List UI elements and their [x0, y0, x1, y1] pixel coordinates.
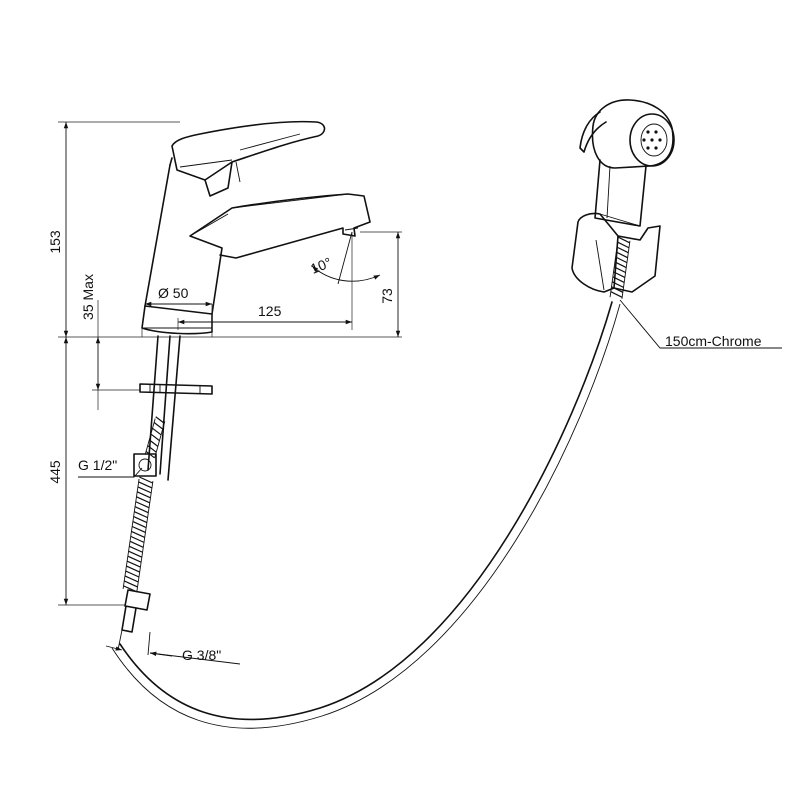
label-inlet-thread: G 1/2" [78, 457, 117, 473]
connection-hose-outline [111, 303, 621, 729]
label-spout-reach: 125 [258, 303, 282, 319]
label-max-thickness: 35 Max [80, 274, 96, 320]
mounting-stem [121, 335, 213, 633]
label-hose-spec: 150cm-Chrome [665, 333, 762, 349]
label-spout-height: 73 [379, 288, 395, 304]
flexible-inlet-hose [122, 416, 166, 593]
label-body-diameter: Ø 50 [158, 285, 189, 301]
label-faucet-height: 153 [47, 230, 63, 254]
faucet-body [141, 120, 371, 335]
dimension-labels: 153 35 Max Ø 50 125 73 10° 445 G 1/2" G … [47, 230, 762, 663]
label-tail-length: 445 [47, 460, 63, 484]
shower-hose-connector [609, 236, 631, 299]
connection-hose [119, 301, 613, 721]
hand-shower [571, 99, 675, 299]
label-spout-angle: 10° [308, 254, 334, 277]
dimension-lines [58, 121, 782, 665]
label-hose-thread: G 3/8" [182, 647, 221, 663]
